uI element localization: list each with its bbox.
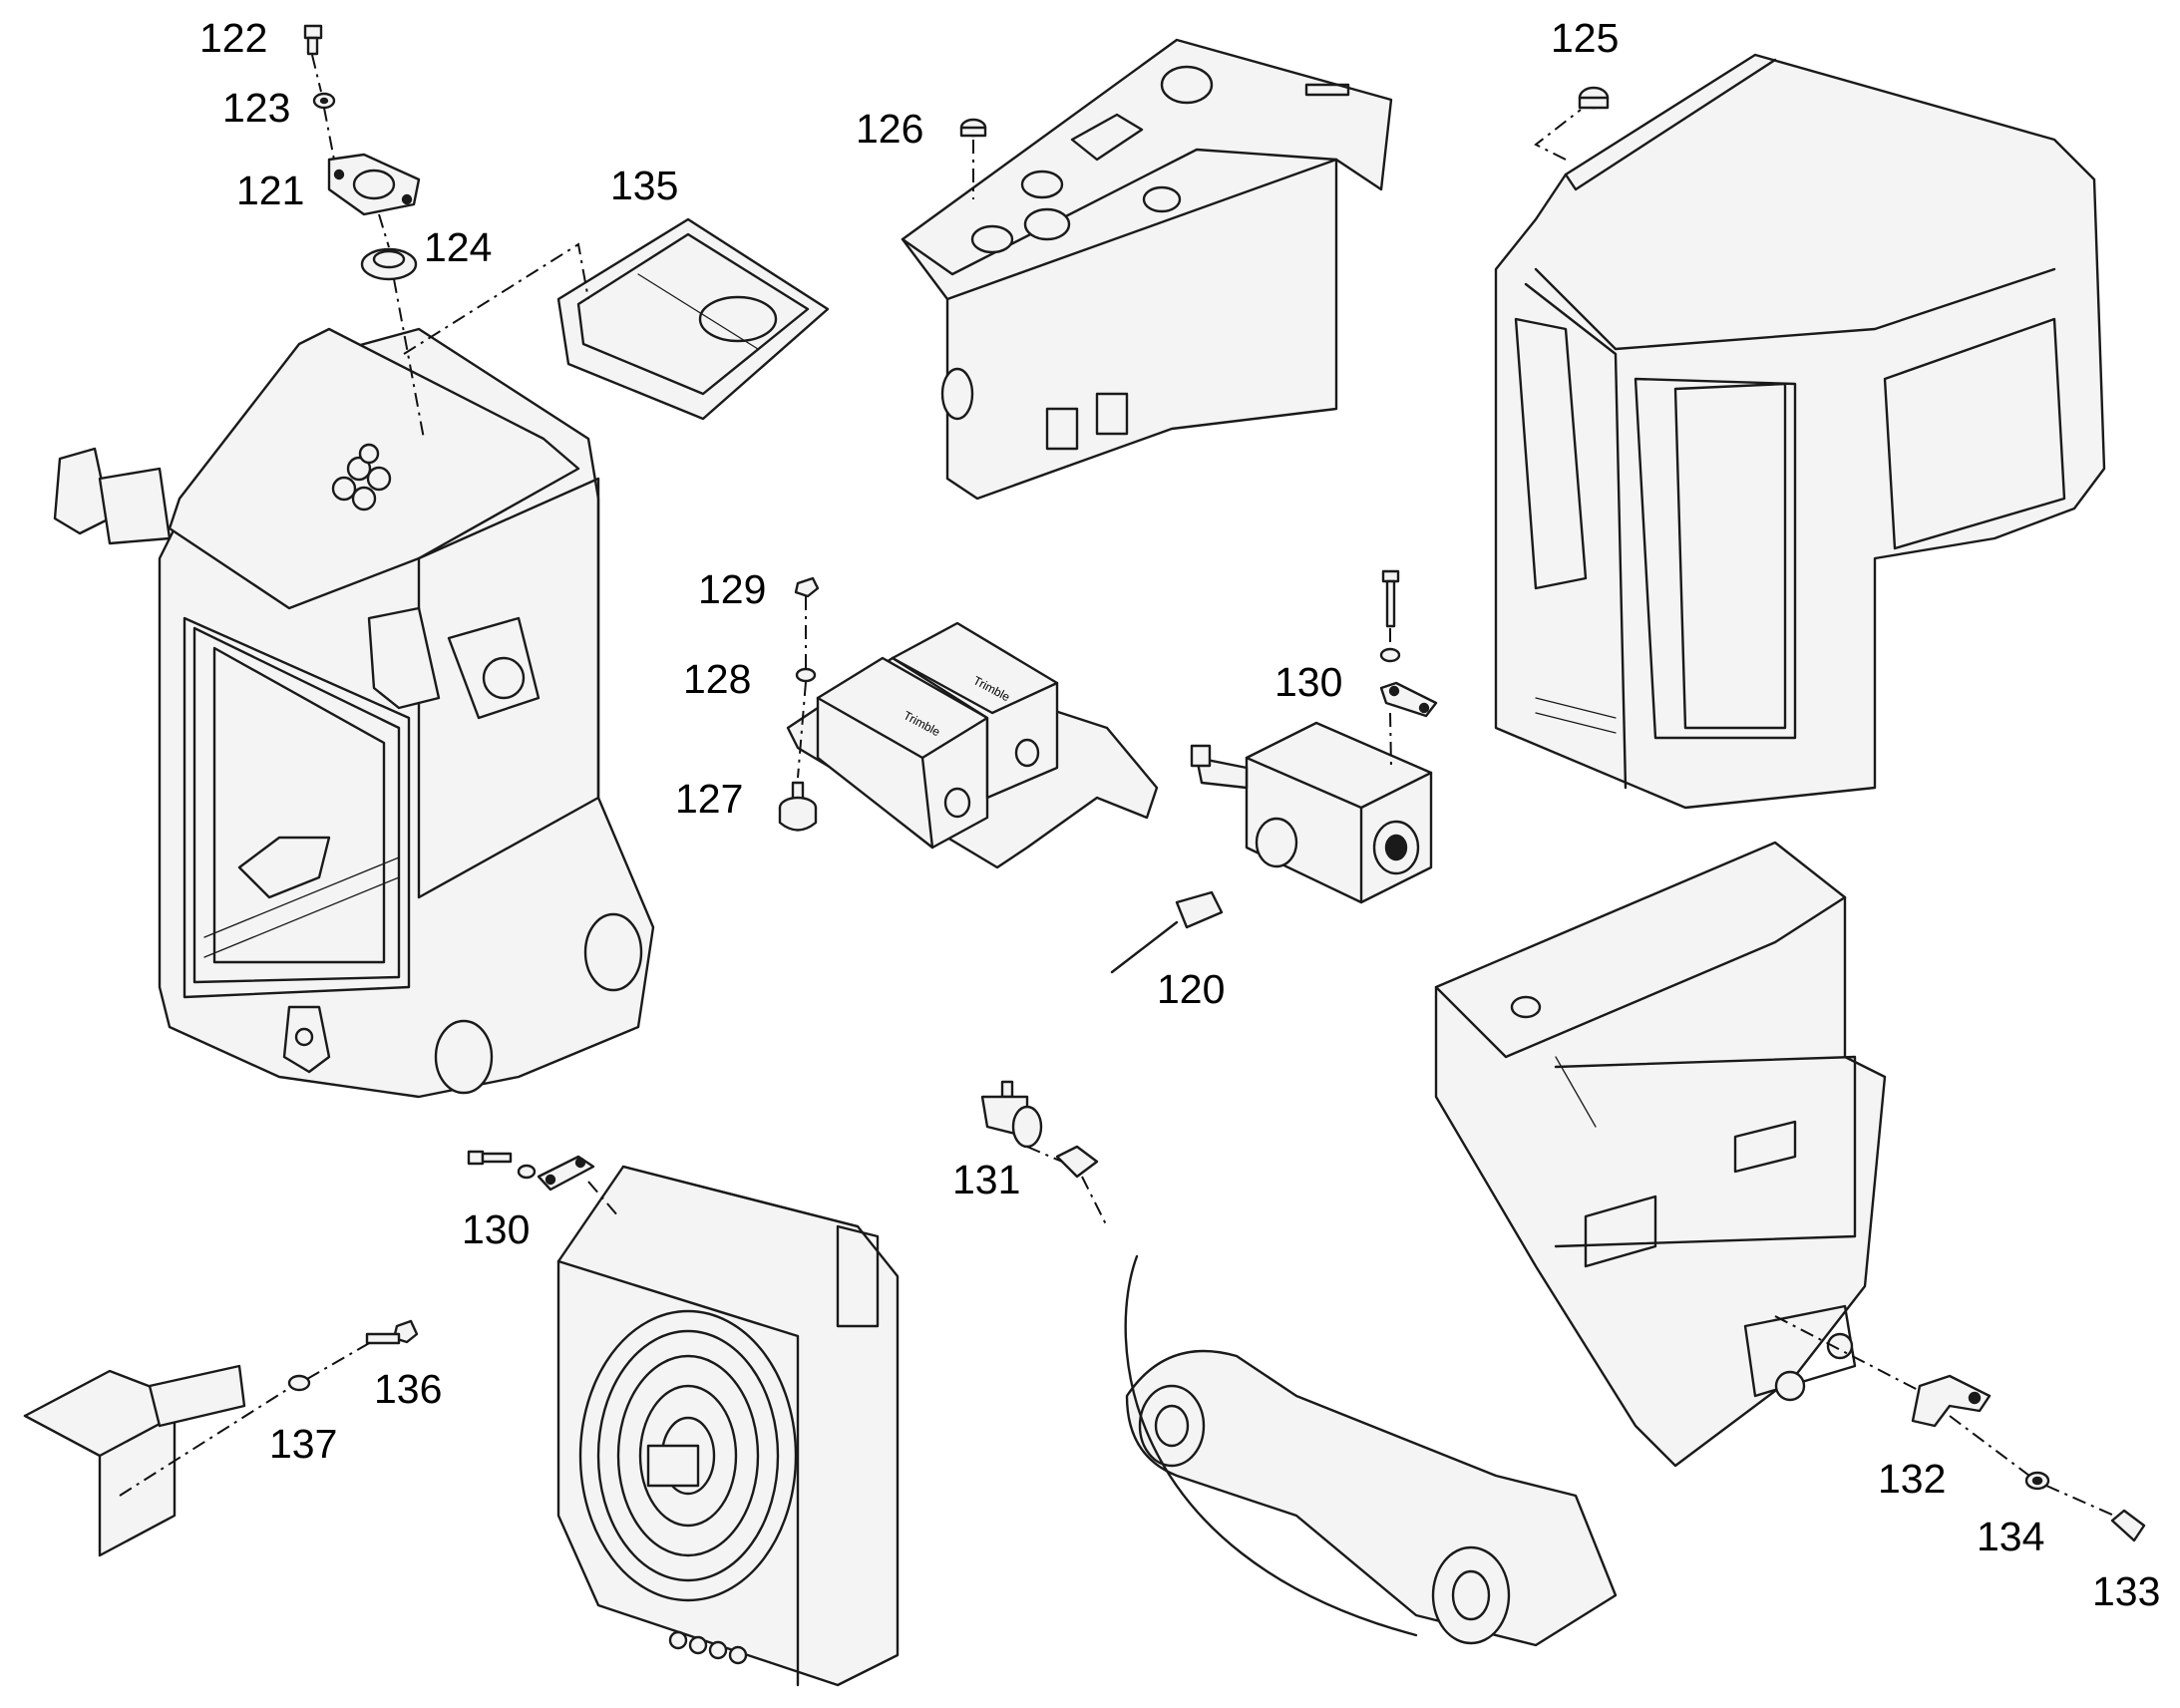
tray-135	[556, 217, 830, 421]
bracket-130b	[537, 1155, 595, 1192]
callout-130-cooler: 130	[462, 1206, 530, 1252]
isolator-127	[778, 781, 818, 832]
bolt-130a	[1379, 569, 1401, 663]
leader-lines	[119, 54, 2115, 1517]
callout-136: 136	[374, 1366, 442, 1412]
plate-121	[327, 153, 421, 216]
callout-135: 135	[610, 163, 678, 208]
callout-137: 137	[269, 1421, 337, 1467]
washer-137	[287, 1374, 311, 1392]
rear-housing	[1434, 841, 1887, 1468]
callout-122: 122	[199, 15, 267, 61]
nut-129	[794, 576, 820, 598]
callouts: 122 123 121 124 135 126 125 129 128 127 …	[199, 15, 2160, 1614]
trimble-module-left	[816, 656, 989, 850]
callout-126: 126	[856, 106, 923, 152]
valve-block	[1190, 721, 1433, 904]
callout-121: 121	[236, 168, 304, 213]
washer-134	[2024, 1471, 2050, 1491]
washer-128	[795, 667, 817, 683]
axle-arm	[1124, 1254, 1618, 1647]
bolt-122	[303, 24, 323, 56]
callout-124: 124	[424, 224, 492, 270]
main-frame	[53, 327, 655, 1099]
bolt-133	[2110, 1509, 2146, 1542]
cooler-assembly	[556, 1165, 900, 1687]
callout-134: 134	[1977, 1514, 2044, 1559]
cover	[23, 1364, 246, 1557]
callout-123: 123	[222, 85, 290, 131]
callout-131: 131	[952, 1157, 1020, 1202]
callout-130-valve: 130	[1274, 659, 1342, 705]
bracket-130a	[1379, 681, 1438, 718]
grommet-124	[360, 247, 418, 281]
callout-120: 120	[1157, 966, 1225, 1012]
sensor-131	[980, 1080, 1099, 1179]
bracket-132	[1911, 1374, 1992, 1428]
panel-126	[901, 38, 1393, 501]
washer-123	[312, 92, 336, 110]
sensor-120	[1110, 890, 1224, 974]
callout-129: 129	[698, 566, 766, 612]
callout-133: 133	[2092, 1568, 2160, 1614]
nut-125	[1578, 86, 1610, 110]
callout-128: 128	[683, 656, 751, 702]
callout-132: 132	[1878, 1456, 1946, 1502]
callout-125: 125	[1551, 15, 1619, 61]
cab-125	[1494, 53, 2106, 810]
trimble-module-right	[891, 621, 1059, 800]
bolt-136	[365, 1319, 419, 1345]
nut-126	[959, 118, 987, 138]
callout-127: 127	[675, 776, 743, 822]
bolt-130b	[467, 1150, 537, 1180]
